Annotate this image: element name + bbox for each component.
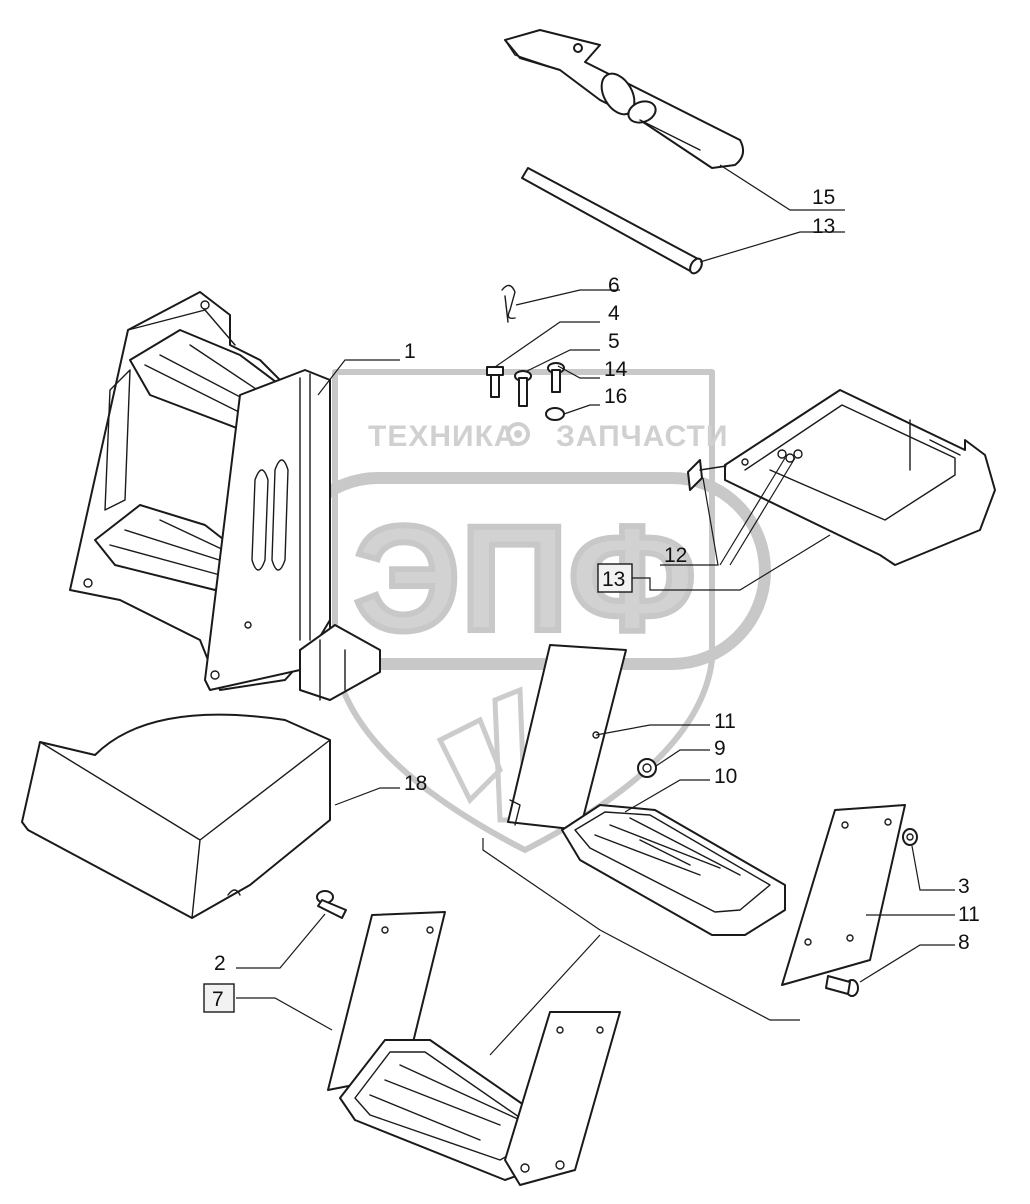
part-step-10: [561, 804, 786, 936]
callout-5: 5: [608, 330, 620, 353]
callout-labels: 15 13 6 4 5 14 16 1 12 13 11 9 10 18 3 1…: [203, 186, 980, 1013]
callout-4: 4: [608, 302, 620, 325]
part-pin-6: [501, 284, 516, 323]
part-bolt-5: [514, 370, 532, 407]
watermark-shield-outline: [332, 369, 715, 853]
leader-15: [557, 365, 600, 379]
callout-6: 6: [608, 274, 620, 297]
leader-7: [236, 997, 333, 1031]
leader-9: [655, 749, 710, 767]
callout-3: 3: [958, 875, 970, 898]
watermark-text-right: ЗАПЧАСТИ: [556, 420, 728, 453]
part-step-7: [327, 911, 621, 1186]
leader-10: [624, 779, 710, 813]
leader-5: [524, 349, 600, 373]
leader-11a: [595, 724, 710, 736]
leader-17: [563, 404, 600, 415]
leader-1: [317, 359, 400, 396]
callout-7: 7: [212, 988, 224, 1011]
callout-1: 1: [404, 340, 416, 363]
callout-7-box: 7: [203, 983, 235, 1013]
part-cover-18: [21, 713, 331, 919]
callout-8: 8: [958, 931, 970, 954]
leader-3: [911, 845, 955, 891]
part-latch-16: [504, 29, 745, 169]
part-clamp-12: [687, 459, 727, 491]
watermark-text-left: ТЕХНИКА: [368, 420, 517, 453]
part-bolt-4: [486, 366, 504, 398]
callout-16: 15: [812, 186, 835, 209]
leader-6: [515, 289, 620, 306]
part-rod-14: [521, 167, 703, 275]
part-plate-11a: [507, 644, 627, 831]
part-nut-9: [637, 758, 657, 778]
callout-9: 9: [714, 737, 726, 760]
callout-13: 13: [602, 568, 625, 591]
part-ladder-1: [69, 291, 381, 701]
leader-lines: [236, 164, 955, 1056]
gear-icon: [506, 422, 530, 446]
part-frame-bracket: [724, 389, 996, 566]
leader-16: [719, 164, 845, 211]
callout-18: 18: [404, 772, 427, 795]
leader-4: [494, 321, 600, 368]
part-plate-11b: [781, 804, 906, 986]
callout-13-box: 13: [597, 563, 633, 593]
leader-13: [632, 534, 831, 591]
callout-15: 14: [604, 358, 628, 381]
callout-11b: 11: [958, 903, 980, 926]
part-bolt-8: [825, 975, 859, 997]
leader-step-assembly-2: [489, 934, 601, 1056]
callout-14: 13: [812, 215, 835, 238]
part-bolt-15: [547, 362, 565, 393]
leader-step-assembly: [482, 838, 800, 1021]
callout-17: 16: [604, 385, 627, 408]
leader-2: [236, 913, 326, 969]
leader-12c: [729, 457, 796, 566]
leader-18: [334, 787, 400, 806]
callout-12: 12: [664, 544, 687, 567]
leader-14: [699, 231, 845, 263]
part-bolt-2: [316, 890, 347, 919]
callout-10: 10: [714, 765, 737, 788]
leader-12b: [719, 457, 786, 566]
leader-8: [859, 944, 955, 983]
leader-12a: [660, 477, 719, 566]
callout-2: 2: [214, 952, 226, 975]
callout-11a: 11: [714, 710, 736, 733]
part-washer-3: [902, 828, 918, 846]
part-nut-17: [545, 407, 565, 421]
